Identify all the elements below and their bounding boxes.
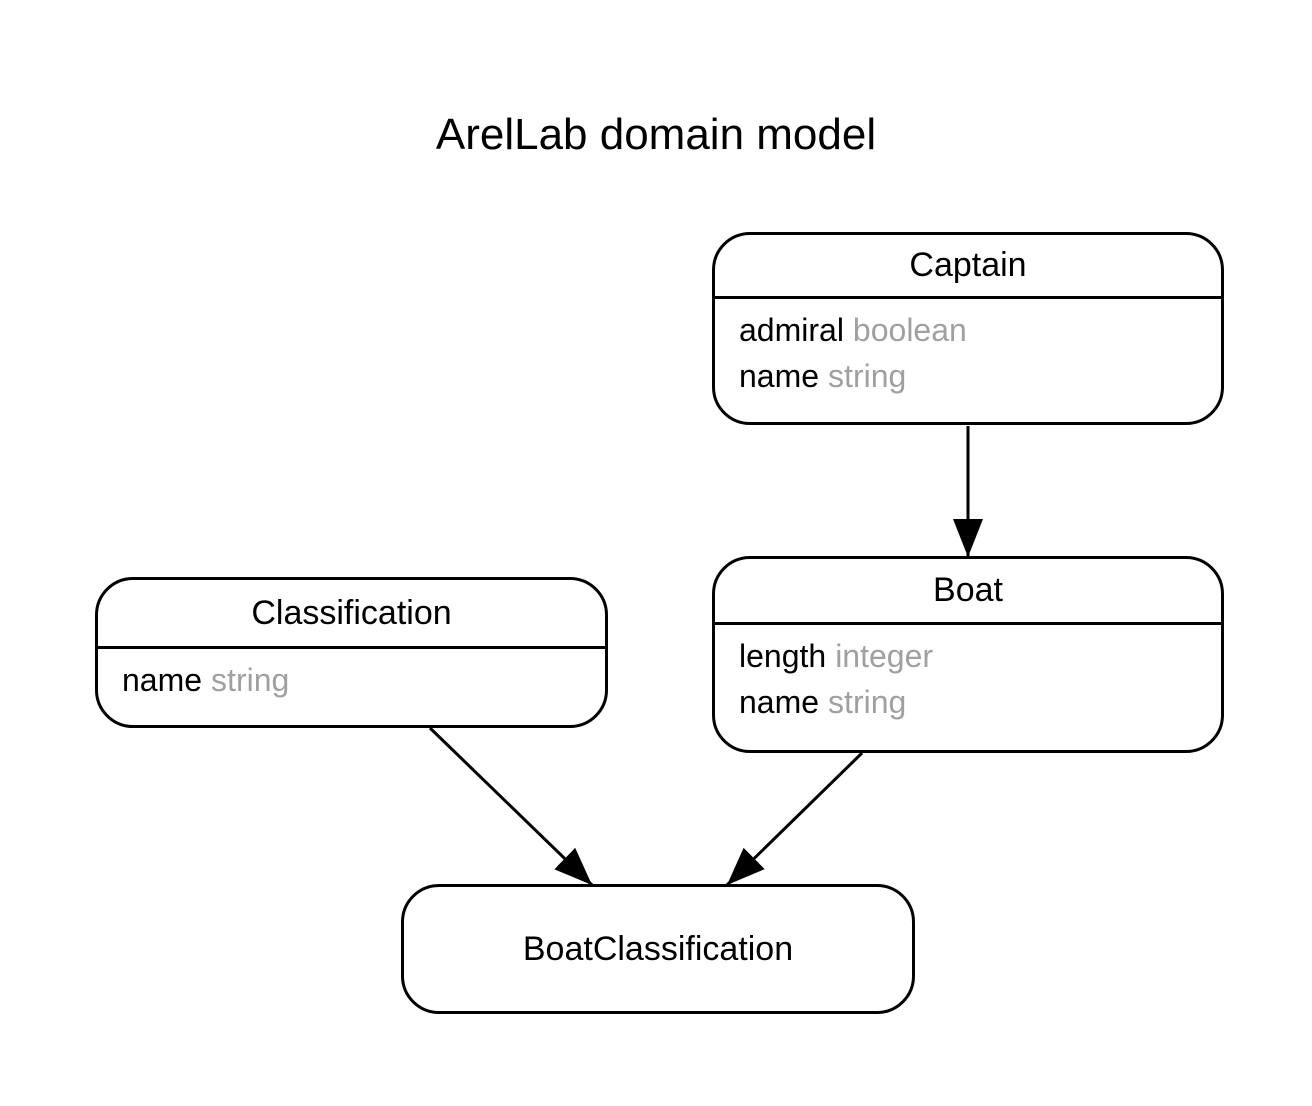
arrow-boat-to-boatclassification (725, 751, 864, 887)
entity-boatclassification: BoatClassification (401, 884, 915, 1014)
entity-classification-title: Classification (251, 593, 452, 632)
attribute-type: integer (835, 638, 934, 674)
diagram-title: ArelLab domain model (435, 110, 877, 159)
entity-classification-header: Classification (98, 580, 605, 649)
attribute-name: name (739, 358, 820, 394)
attribute-name: name (739, 684, 820, 720)
entity-captain-title: Captain (909, 246, 1027, 284)
attribute-type: string (828, 684, 907, 720)
attribute-type: boolean (852, 312, 967, 348)
entity-captain-header: Captain (715, 235, 1221, 299)
entity-boatclassification-title: BoatClassification (522, 929, 794, 968)
attribute-name: admiral (739, 312, 844, 348)
attribute-name: length (739, 638, 827, 674)
attribute-type: string (828, 358, 907, 394)
arrow-classification-to-boatclassification (428, 726, 594, 887)
attribute-type: string (211, 662, 290, 698)
attribute-name: name (122, 662, 203, 698)
entity-boat-header: Boat (715, 559, 1221, 625)
entity-boat-title: Boat (933, 571, 1003, 609)
